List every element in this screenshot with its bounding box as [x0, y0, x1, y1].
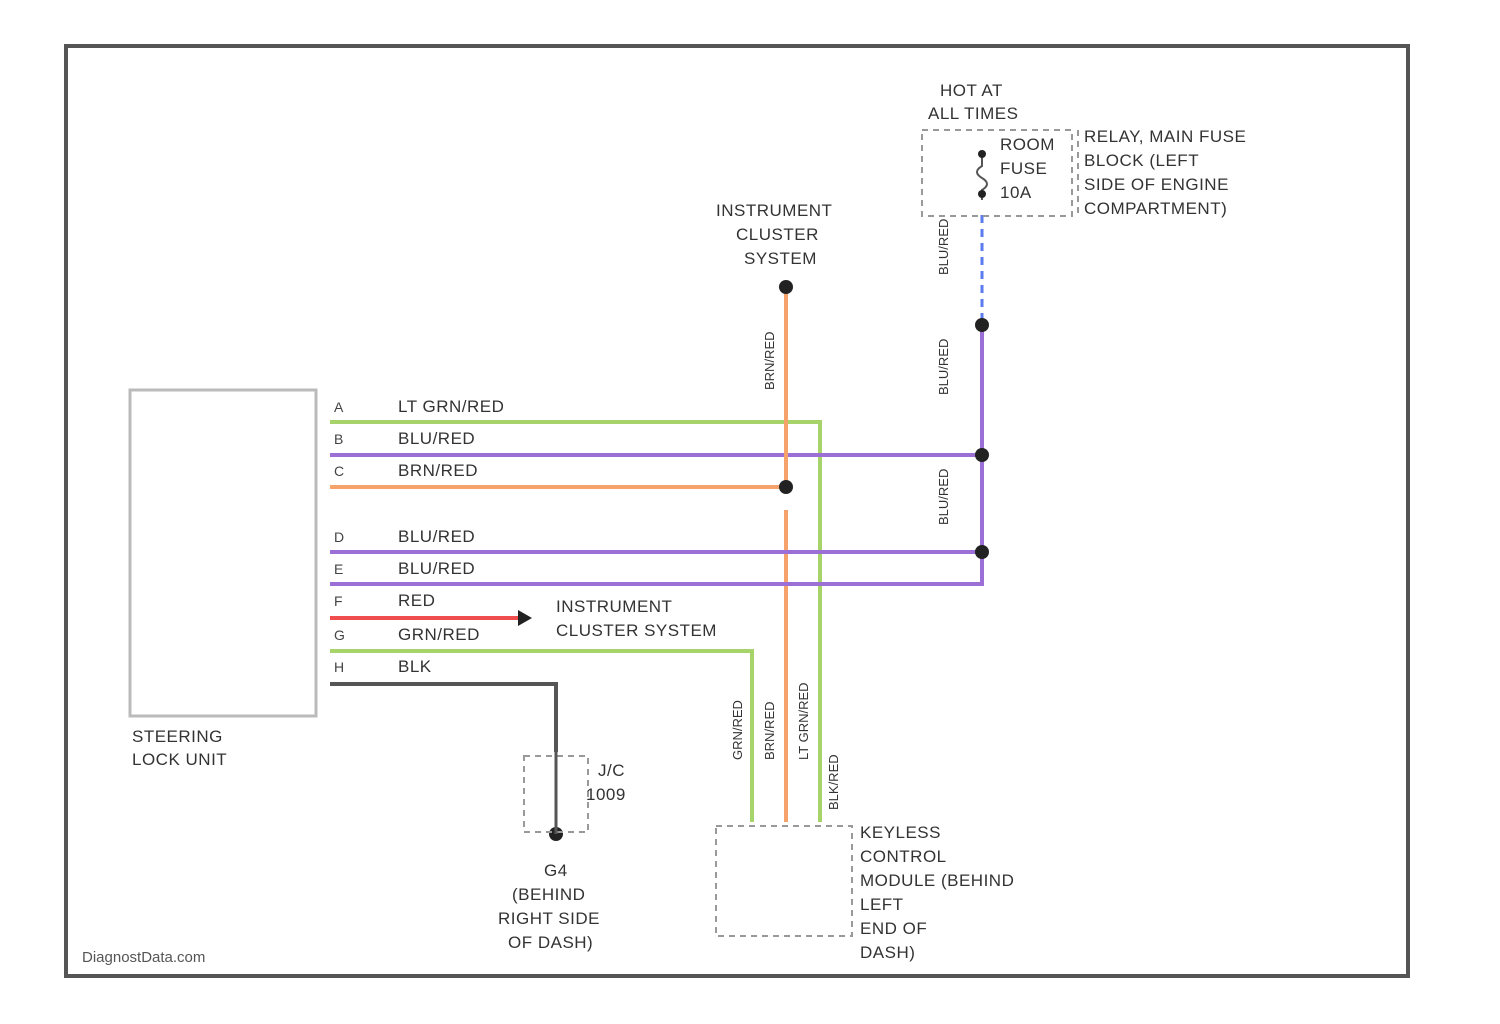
pin-b-label: B — [334, 431, 343, 447]
watermark: DiagnostData.com — [82, 949, 205, 966]
wire-label-c: BRN/RED — [398, 461, 478, 480]
keyless-label-6: DASH) — [860, 943, 915, 962]
ground-label-2: (BEHIND — [512, 885, 585, 904]
wire-g-grn-red — [330, 651, 752, 822]
vlabel-lt-grn-red: LT GRN/RED — [796, 682, 811, 760]
fuse-label-3: 10A — [1000, 183, 1032, 202]
relay-label-1: RELAY, MAIN FUSE — [1084, 127, 1246, 146]
pin-a-label: A — [334, 399, 344, 415]
wire-label-d: BLU/RED — [398, 527, 475, 546]
relay-label-4: COMPARTMENT) — [1084, 199, 1227, 218]
hot-at-label-1: HOT AT — [940, 81, 1003, 100]
keyless-label-3: MODULE (BEHIND — [860, 871, 1014, 890]
keyless-label-4: LEFT — [860, 895, 904, 914]
instrument-cluster-top-label-1: INSTRUMENT — [716, 201, 832, 220]
pin-d-label: D — [334, 529, 344, 545]
pin-f-label: F — [334, 593, 343, 609]
instrument-cluster-top-label-2: CLUSTER — [736, 225, 819, 244]
hot-at-label-2: ALL TIMES — [928, 104, 1018, 123]
fuse-label-2: FUSE — [1000, 159, 1047, 178]
splice-dot-c — [779, 480, 793, 494]
pin-e-label: E — [334, 561, 343, 577]
steering-lock-unit-box — [130, 390, 316, 716]
steering-lock-unit-label-1: STEERING — [132, 727, 223, 746]
wire-label-a: LT GRN/RED — [398, 397, 504, 416]
instrument-cluster-mid-label-1: INSTRUMENT — [556, 597, 672, 616]
wire-label-f: RED — [398, 591, 435, 610]
splice-dot-top — [975, 318, 989, 332]
vlabel-grn-red: GRN/RED — [730, 700, 745, 760]
vlabel-blk-red: BLK/RED — [826, 754, 841, 810]
ground-label-1: G4 — [544, 861, 568, 880]
fuse-label-1: ROOM — [1000, 135, 1055, 154]
wire-label-g: GRN/RED — [398, 625, 480, 644]
ground-label-4: OF DASH) — [508, 933, 593, 952]
jc-label-2: 1009 — [586, 785, 626, 804]
pin-h-label: H — [334, 659, 344, 675]
relay-label-3: SIDE OF ENGINE — [1084, 175, 1229, 194]
pin-c-label: C — [334, 463, 344, 479]
vlabel-blu-red-3: BLU/RED — [936, 469, 951, 525]
fuse-top-dot — [978, 150, 986, 158]
splice-dot-b — [975, 448, 989, 462]
keyless-label-5: END OF — [860, 919, 927, 938]
keyless-label-2: CONTROL — [860, 847, 947, 866]
vlabel-blu-red-1: BLU/RED — [936, 219, 951, 275]
vlabel-brn-red-bottom: BRN/RED — [762, 701, 777, 760]
ground-label-3: RIGHT SIDE — [498, 909, 600, 928]
wire-f-arrow — [518, 610, 532, 626]
instrument-cluster-top-label-3: SYSTEM — [744, 249, 817, 268]
wire-label-h: BLK — [398, 657, 432, 676]
steering-lock-unit-label-2: LOCK UNIT — [132, 750, 227, 769]
instrument-cluster-top-dot — [779, 280, 793, 294]
wire-label-e: BLU/RED — [398, 559, 475, 578]
splice-dot-d — [975, 545, 989, 559]
instrument-cluster-mid-label-2: CLUSTER SYSTEM — [556, 621, 717, 640]
vlabel-brn-red-top: BRN/RED — [762, 331, 777, 390]
pin-g-label: G — [334, 627, 345, 643]
keyless-label-1: KEYLESS — [860, 823, 941, 842]
fuse-bottom-dot — [978, 190, 986, 198]
wire-label-b: BLU/RED — [398, 429, 475, 448]
wire-h-blk — [330, 684, 556, 752]
jc-label-1: J/C — [598, 761, 625, 780]
keyless-module-box — [716, 826, 852, 936]
vlabel-blu-red-2: BLU/RED — [936, 339, 951, 395]
relay-label-2: BLOCK (LEFT — [1084, 151, 1199, 170]
